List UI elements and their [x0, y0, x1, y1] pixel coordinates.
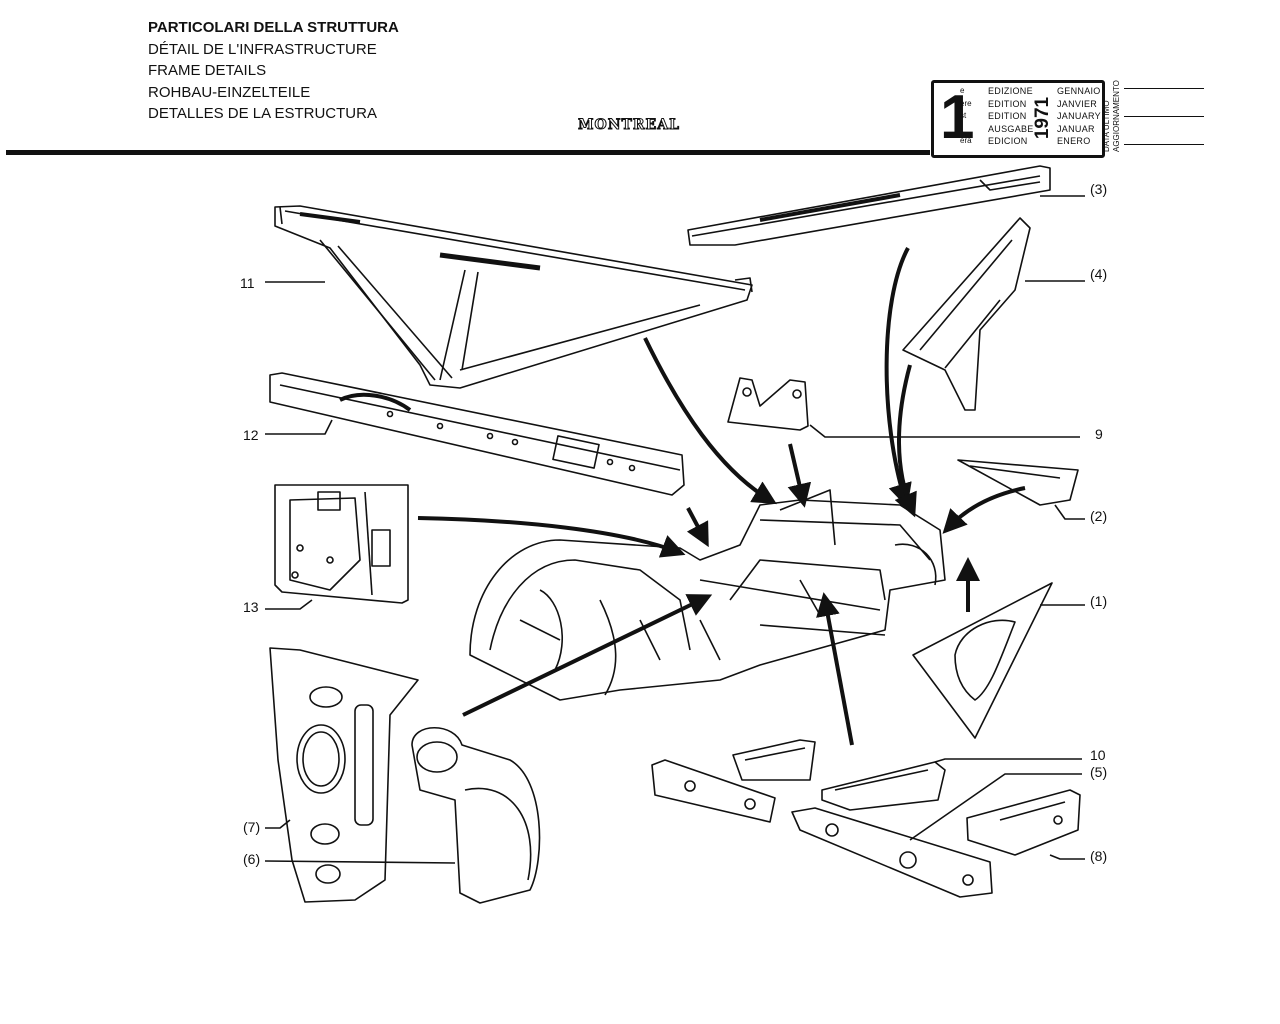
- part-11-front-crossmember: [274, 205, 753, 389]
- label-8: (8): [1090, 848, 1108, 864]
- edition-month: JANUARY: [1057, 111, 1101, 122]
- part-4-pillar: [902, 217, 1031, 411]
- edition-suffixes: e ere st . era: [960, 85, 972, 148]
- label-13: 13: [243, 599, 259, 615]
- edition-number: 1: [940, 83, 975, 152]
- part-1-triangular-panel: [912, 582, 1053, 739]
- leader-5: [909, 773, 1082, 841]
- model-logo: MONTREAL: [578, 117, 680, 134]
- part-6-wheel-housing: [411, 726, 541, 904]
- part-10-channel-bracket: [821, 761, 946, 811]
- part-8-box-bracket: [966, 789, 1081, 856]
- edition-word: EDIZIONE: [988, 86, 1033, 96]
- label-3: (3): [1090, 181, 1108, 197]
- label-12: 12: [243, 427, 259, 443]
- edition-words: EDIZIONE EDITION EDITION AUSGABE EDICION: [988, 85, 1034, 148]
- edition-word: EDITION: [988, 111, 1027, 122]
- edition-month: ENERO: [1057, 136, 1091, 147]
- edition-box: 1 e ere st . era EDIZIONE EDITION EDITIO…: [931, 80, 1105, 158]
- update-line: [1124, 88, 1204, 89]
- label-1: (1): [1090, 593, 1108, 609]
- edition-suffix: st: [960, 111, 967, 121]
- title-french: DÉTAIL DE L'INFRASTRUCTURE: [148, 40, 377, 58]
- edition-suffix: e: [960, 86, 965, 95]
- leader-12: [265, 419, 333, 435]
- part-12-side-rail: [269, 372, 685, 496]
- label-11: 11: [240, 275, 255, 291]
- part-7-front-panel: [269, 647, 419, 903]
- edition-word: AUSGABE: [988, 123, 1034, 134]
- edition-suffix: .: [960, 123, 963, 133]
- body-shell: [469, 489, 946, 701]
- part-13-bulkhead-panel: [274, 484, 409, 604]
- label-10: 10: [1090, 747, 1106, 763]
- edition-word: EDICION: [988, 136, 1028, 147]
- part-9-bracket: [727, 377, 809, 431]
- label-5: (5): [1090, 764, 1108, 780]
- edition-month: JANUAR: [1057, 123, 1095, 134]
- edition-month: JANVIER: [1057, 98, 1098, 109]
- update-line: [1124, 144, 1204, 145]
- title-block: PARTICOLARI DELLA STRUTTURA DÉTAIL DE L'…: [148, 17, 399, 125]
- part-lower-bracket-a: [732, 739, 816, 781]
- leader-7: [265, 819, 291, 829]
- leader-6: [264, 860, 456, 864]
- edition-word: EDITION: [988, 98, 1027, 109]
- label-4: (4): [1090, 266, 1108, 282]
- update-line: [1124, 116, 1204, 117]
- part-lower-bracket-b: [651, 759, 776, 823]
- header-rule: [6, 150, 930, 155]
- edition-suffix: era: [960, 136, 972, 146]
- label-9: 9: [1095, 426, 1103, 442]
- label-2: (2): [1090, 508, 1108, 524]
- leader-2: [1054, 504, 1085, 520]
- edition-months: GENNAIO JANVIER JANUARY JANUAR ENERO: [1057, 85, 1101, 148]
- assembly-arrows: [417, 247, 1026, 746]
- title-german: ROHBAU-EINZELTEILE: [148, 83, 311, 101]
- title-spanish: DETALLES DE LA ESTRUCTURA: [148, 105, 377, 122]
- edition-suffix: ere: [960, 98, 972, 108]
- leader-13: [265, 599, 313, 610]
- part-2-wedge-bracket: [957, 459, 1079, 506]
- leader-9: [809, 424, 1080, 438]
- leader-10: [934, 758, 1082, 763]
- part-5-crossmember: [791, 807, 993, 898]
- title-italian: PARTICOLARI DELLA STRUTTURA: [148, 19, 399, 36]
- label-7: (7): [243, 819, 261, 835]
- edition-month: GENNAIO: [1057, 86, 1101, 96]
- title-english: FRAME DETAILS: [148, 62, 267, 79]
- label-6: (6): [243, 851, 261, 867]
- part-3-upper-rail: [687, 165, 1051, 246]
- leader-8: [1049, 854, 1085, 860]
